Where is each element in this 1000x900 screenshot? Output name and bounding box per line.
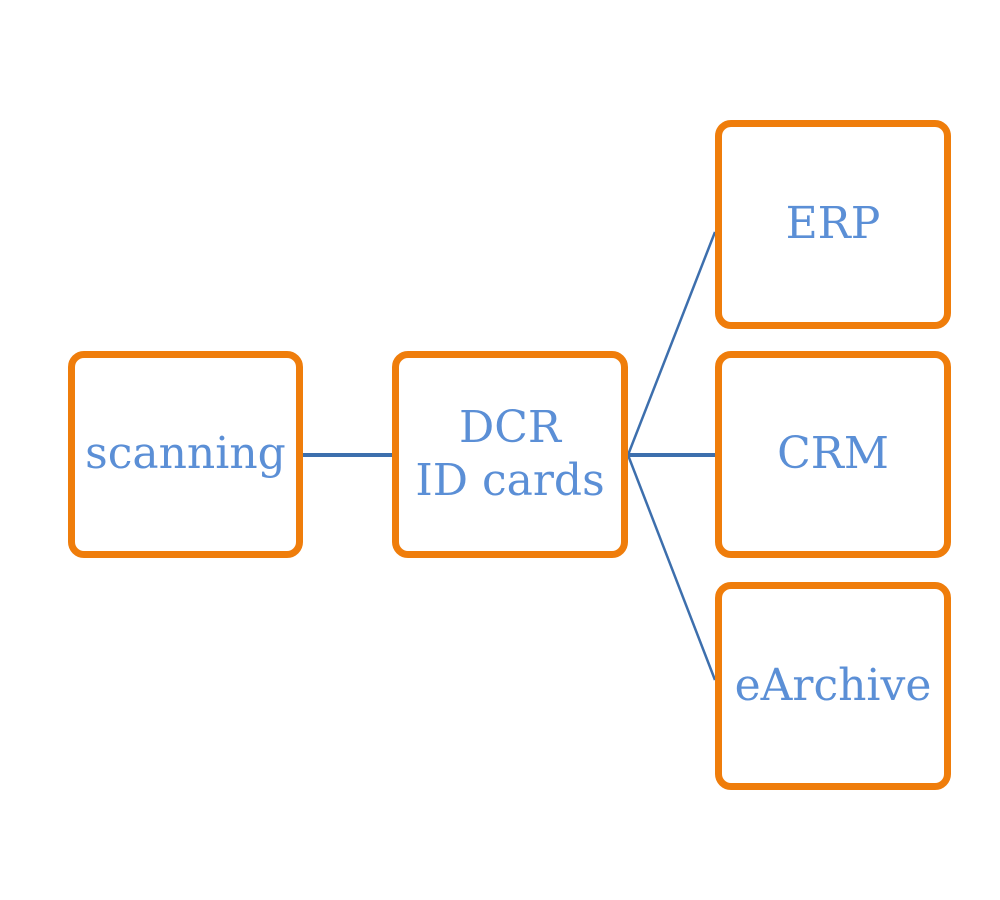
connector-dcr-earchive [626,454,717,681]
node-earchive-label: eArchive [734,659,932,711]
node-scanning: scanning [68,351,303,558]
node-dcr: DCR ID cards [392,351,628,558]
node-dcr-label-line2: ID cards [415,454,605,506]
node-crm: CRM [715,351,951,558]
node-dcr-label-line1: DCR [458,401,562,453]
node-crm-label: CRM [777,428,889,480]
node-scanning-label: scanning [85,428,286,480]
node-earchive: eArchive [715,582,951,790]
connector-dcr-erp [626,231,717,456]
node-erp: ERP [715,120,951,329]
node-erp-label: ERP [785,198,881,250]
